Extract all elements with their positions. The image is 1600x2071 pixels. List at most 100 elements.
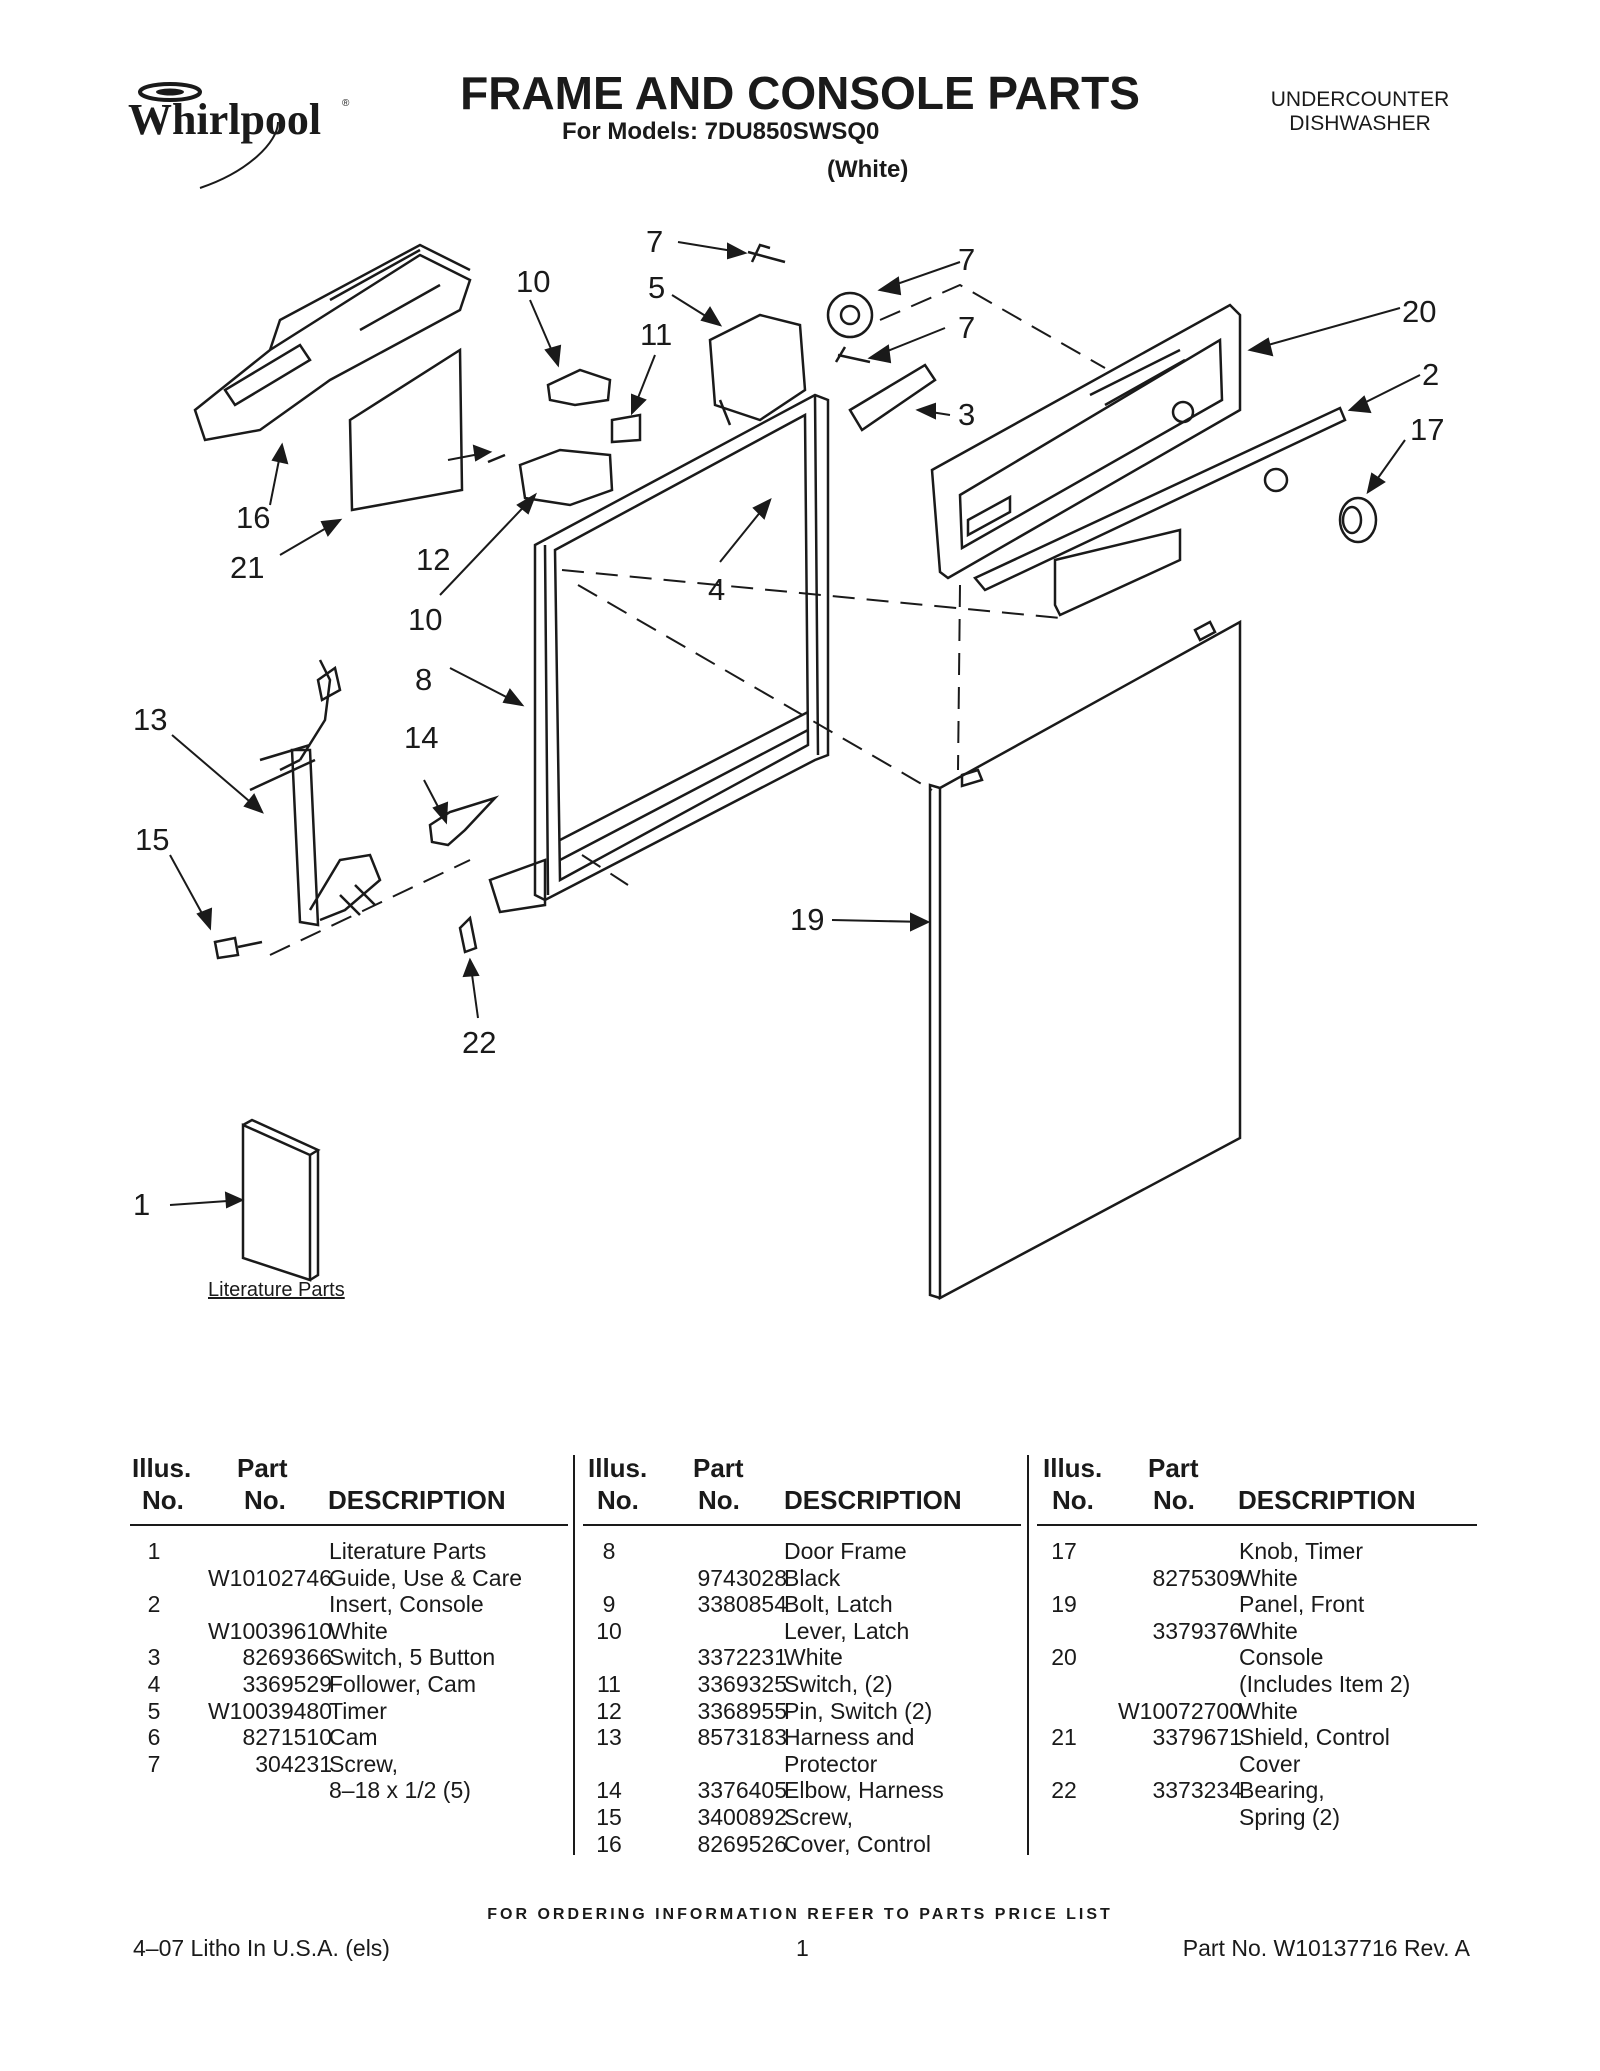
page-number: 1	[796, 1935, 809, 1961]
part-description: Literature Parts	[329, 1538, 487, 1564]
callout-7-top: 7	[646, 224, 663, 259]
illus-number: 5	[147, 1697, 161, 1724]
callout-8: 8	[415, 662, 432, 697]
part-20-console	[930, 303, 1242, 580]
header-illus: Illus.	[588, 1453, 648, 1483]
part-description: Follower, Cam	[329, 1670, 476, 1697]
part-10-lever	[518, 448, 614, 507]
part-22-bearing	[458, 915, 478, 954]
callout-15: 15	[135, 822, 169, 857]
header-description: DESCRIPTION	[1238, 1485, 1416, 1515]
callout-20: 20	[1402, 294, 1436, 329]
part-number: W10039610	[207, 1617, 332, 1644]
appliance-category: UNDERCOUNTER DISHWASHER	[1270, 88, 1450, 135]
document-part-number: Part No. W10137716 Rev. A	[1182, 1935, 1470, 1961]
callout-16: 16	[236, 500, 270, 535]
header-part: Part	[1148, 1453, 1199, 1483]
header-part: Part	[693, 1453, 744, 1483]
part-number: 3400892	[697, 1803, 787, 1830]
part-14-elbow	[428, 795, 500, 847]
part-number: 304231	[255, 1750, 332, 1777]
illus-number: 12	[596, 1697, 622, 1724]
part-number: 8269526	[697, 1830, 787, 1857]
part-description: Insert, Console	[329, 1591, 484, 1618]
part-description: Pin, Switch (2)	[784, 1697, 933, 1724]
part-description: Screw,	[329, 1750, 399, 1777]
part-description: Lever, Latch	[784, 1617, 910, 1644]
illus-number: 21	[1051, 1724, 1077, 1751]
illus-number: 9	[602, 1591, 616, 1618]
callout-12: 12	[416, 542, 450, 577]
callout-1: 1	[133, 1187, 150, 1222]
part-description: Protector	[784, 1750, 878, 1777]
part-19-front-panel	[928, 619, 1242, 1301]
part-number: 3372231	[697, 1644, 787, 1671]
part-number: 9743028	[697, 1564, 787, 1591]
part-number: 3379376	[1152, 1617, 1242, 1644]
callout-22: 22	[462, 1025, 496, 1060]
illus-number: 6	[147, 1724, 161, 1751]
part-16-control-cover	[193, 243, 472, 442]
ordering-note: FOR ORDERING INFORMATION REFER TO PARTS …	[487, 1906, 1113, 1923]
part-description: Knob, Timer	[1239, 1538, 1363, 1564]
part-number: 3379671	[1152, 1724, 1242, 1751]
header-part-no: No.	[1153, 1485, 1195, 1515]
part-description: Shield, Control	[1239, 1724, 1390, 1751]
part-description: Guide, Use & Care	[329, 1564, 523, 1591]
part-description: Cam	[329, 1724, 378, 1751]
part-8-door-frame	[488, 393, 830, 914]
part-description: Elbow, Harness	[784, 1777, 944, 1804]
whirlpool-logo: Whirlpool ®	[128, 82, 350, 189]
callout-21: 21	[230, 550, 264, 585]
part-description: White	[1239, 1697, 1298, 1724]
part-description: (Includes Item 2)	[1239, 1670, 1411, 1697]
part-description: White	[329, 1617, 388, 1644]
callout-10: 10	[408, 602, 442, 637]
header-description: DESCRIPTION	[784, 1485, 962, 1515]
callout-19: 19	[790, 902, 824, 937]
callout-4: 4	[708, 572, 725, 607]
illus-number: 10	[596, 1617, 622, 1644]
part-description: Door Frame	[784, 1538, 907, 1564]
litho-line: 4–07 Litho In U.S.A. (els)	[133, 1935, 390, 1961]
callout-2: 2	[1422, 357, 1439, 392]
header-illus: Illus.	[132, 1453, 192, 1483]
part-number: 8573183	[697, 1724, 787, 1751]
header-part-no: No.	[244, 1485, 286, 1515]
part-description: Cover	[1239, 1750, 1301, 1777]
part-description: Panel, Front	[1239, 1591, 1365, 1618]
callout-13: 13	[133, 702, 167, 737]
part-number: 3369325	[697, 1670, 787, 1697]
callout-5: 5	[648, 270, 665, 305]
part-13-harness	[249, 659, 382, 927]
illus-number: 7	[147, 1750, 161, 1777]
illus-number: 17	[1051, 1538, 1077, 1564]
callout-7-mid: 7	[958, 310, 975, 345]
header-description: DESCRIPTION	[328, 1485, 506, 1515]
illus-number: 22	[1051, 1777, 1077, 1804]
illus-number: 1	[147, 1538, 161, 1564]
page-title: FRAME AND CONSOLE PARTS	[460, 67, 1140, 119]
callout-3: 3	[958, 397, 975, 432]
header-part: Part	[237, 1453, 288, 1483]
part-description: Screw,	[784, 1803, 854, 1830]
part-5-timer	[708, 313, 807, 422]
part-number: 3380854	[697, 1591, 787, 1618]
part-number: 3369529	[242, 1670, 332, 1697]
part-description: Switch, 5 Button	[329, 1644, 496, 1671]
part-description: 8–18 x 1/2 (5)	[329, 1777, 471, 1804]
part-12-pin	[487, 453, 506, 464]
illus-number: 8	[602, 1538, 616, 1564]
header-illus-no: No.	[597, 1485, 639, 1515]
part-description: Switch, (2)	[784, 1670, 893, 1697]
part-11-switch	[610, 413, 642, 444]
svg-text:®: ®	[342, 98, 350, 109]
part-description: Bearing,	[1239, 1777, 1325, 1804]
callout-11: 11	[640, 317, 672, 352]
part-description: White	[1239, 1617, 1298, 1644]
header-part-no: No.	[698, 1485, 740, 1515]
illus-number: 3	[147, 1644, 161, 1671]
exploded-parts-diagram: 7 7 10 5 7 11 20 2 17 3 4 12 10 8 16 21 …	[133, 224, 1444, 1301]
part-number: W10039480	[207, 1697, 332, 1724]
brand-wordmark: Whirlpool	[128, 95, 321, 144]
